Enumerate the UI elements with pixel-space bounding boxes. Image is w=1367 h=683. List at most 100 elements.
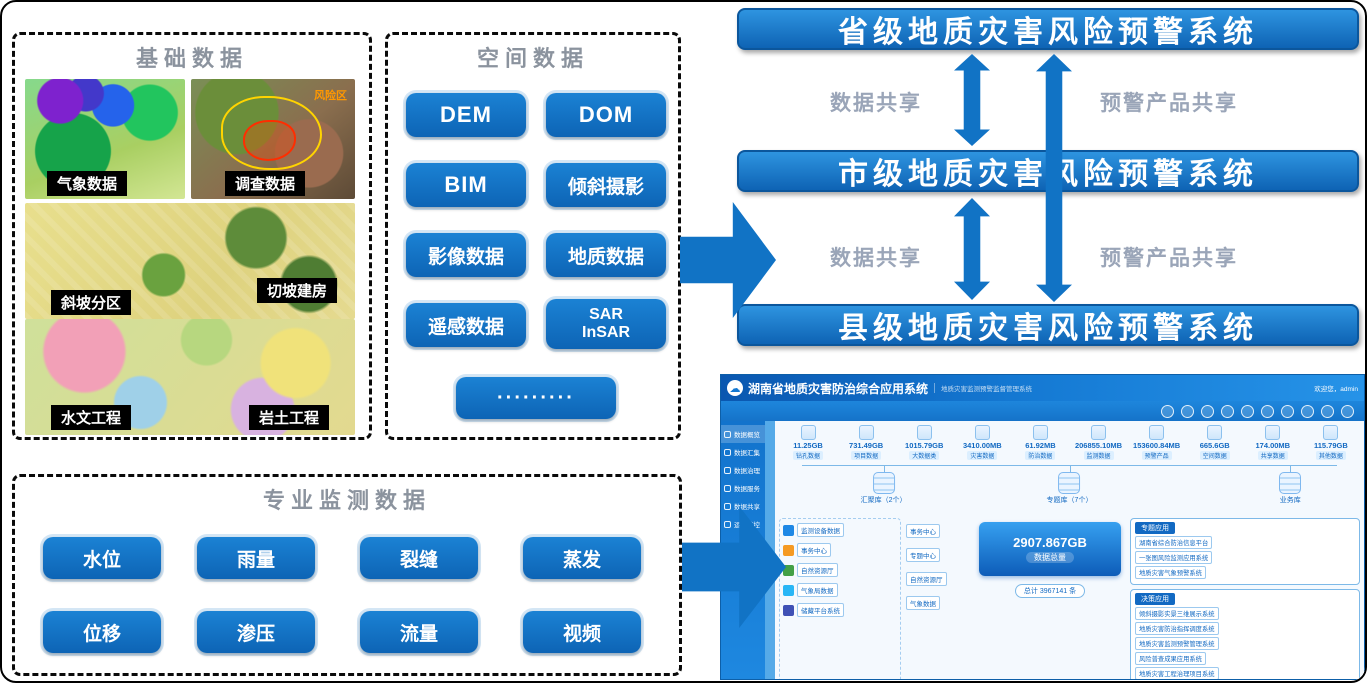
flow-arrow-spatial-to-systems [680, 202, 776, 318]
spatial-data-title: 空间数据 [476, 46, 589, 71]
database-icon [800, 425, 816, 440]
total-value: 2907.867GB [1013, 535, 1087, 550]
monitoring-item-flow: 流量 [360, 611, 478, 653]
nav-circle-icon [1161, 404, 1174, 418]
menu-icon [724, 484, 731, 492]
survey-photo-image: 风险区 调查数据 [191, 79, 355, 199]
source-icon [783, 524, 794, 536]
nav-circle-icon [1301, 404, 1314, 418]
nav-circle-icon [1341, 404, 1354, 418]
hydro-engineering-label: 水文工程 [51, 405, 132, 430]
node-aggregation-db: 汇聚库（2个） [861, 472, 907, 505]
monitoring-item-evaporation: 蒸发 [523, 537, 641, 579]
geotech-engineering-label: 岩土工程 [248, 405, 329, 430]
sidebar-item-overview: 数据概览 [721, 425, 765, 443]
spatial-item-dom: DOM [546, 93, 666, 137]
survey-data-label: 调查数据 [225, 171, 306, 196]
monitoring-data-title: 专业监测数据 [262, 488, 431, 513]
node-theme-db: 专题库（7个） [1047, 472, 1092, 505]
nav-circle-icon [1281, 404, 1294, 418]
spatial-item-bim: BIM [406, 163, 526, 207]
menu-icon [724, 502, 731, 510]
source-icon [783, 584, 794, 596]
sidebar-item-governance: 数据治理 [721, 461, 765, 479]
dashboard-title: 湖南省地质灾害防治综合应用系统 [748, 381, 929, 396]
source-icon [783, 604, 794, 616]
source-item: 自然资源厅 [783, 563, 897, 577]
menu-icon [724, 466, 731, 474]
nav-circle-icon [1261, 404, 1274, 418]
database-nodes: 汇聚库（2个） 专题库（7个） 业务库 [779, 472, 1360, 516]
menu-icon [724, 430, 731, 438]
database-icon [1265, 425, 1281, 440]
source-item: 事务中心 [783, 543, 897, 557]
province-system-banner: 省级地质灾害风险预警系统 [737, 8, 1359, 50]
nav-circle-icon [1201, 404, 1214, 418]
source-item: 气象局数据 [783, 583, 897, 597]
channel-item: 自然资源厅 [906, 572, 947, 586]
nav-circle-icon [1181, 404, 1194, 418]
total-label: 数据总量 [1026, 552, 1074, 563]
slope-zoning-map-image: 斜坡分区 切坡建房 [25, 203, 355, 319]
source-item: 储藏平台系统 [783, 603, 897, 617]
geology-map-image: 水文工程 岩土工程 [25, 319, 355, 435]
monitoring-item-water-level: 水位 [43, 537, 161, 579]
server-icon [872, 472, 895, 494]
sidebar-item-collect: 数据汇集 [721, 443, 765, 461]
database-icon [916, 425, 932, 440]
database-icon [1091, 425, 1107, 440]
monitoring-item-crack: 裂缝 [360, 537, 478, 579]
dashboard-header: ☁ 湖南省地质灾害防治综合应用系统 地质灾害监测预警监督管理系统 欢迎您，adm… [721, 375, 1364, 401]
source-item: 监测设备数据 [783, 523, 897, 537]
sidebar-item-service: 数据服务 [721, 479, 765, 497]
basic-data-panel: 基础数据 气象数据 风险区 调查数据 斜坡分区 切坡建房 水文工程 岩土工程 [12, 32, 372, 440]
channel-item: 气象数据 [906, 596, 940, 610]
sidebar-item-share: 数据共享 [721, 497, 765, 515]
spatial-item-oblique-photo: 倾斜摄影 [546, 163, 666, 207]
server-icon [1279, 472, 1302, 494]
spatial-data-panel: 空间数据 DEM DOM BIM 倾斜摄影 影像数据 地质数据 遥感数据 SAR… [385, 32, 681, 440]
total-count-badge: 总计 3967141 条 [1014, 584, 1086, 598]
spatial-item-remote-sensing: 遥感数据 [406, 303, 526, 347]
exchange-arrow-city-county [954, 198, 990, 300]
monitoring-data-panel: 专业监测数据 水位 雨量 裂缝 蒸发 位移 渗压 流量 视频 [12, 474, 682, 676]
dashboard-subtitle: 地质灾害监测预警监督管理系统 [934, 383, 1032, 393]
channel-item: 专题中心 [906, 548, 940, 562]
spatial-item-dem: DEM [406, 93, 526, 137]
total-data-box: 2907.867GB 数据总量 [979, 522, 1121, 576]
mid-channels-list: 事务中心 专题中心 自然资源厅 气象数据 [906, 518, 970, 679]
database-icon [1149, 425, 1165, 440]
spatial-item-imagery: 影像数据 [406, 233, 526, 277]
app-item: 风险普查成果应用系统 [1135, 652, 1206, 665]
monitoring-item-seepage: 渗压 [197, 611, 315, 653]
data-share-label-bottom: 数据共享 [830, 247, 922, 270]
server-icon [1058, 472, 1081, 494]
weather-data-label: 气象数据 [47, 171, 128, 196]
app-item: 一张图风险监测应用系统 [1135, 551, 1213, 564]
app-item: 地质灾害工程治理项目系统 [1135, 667, 1219, 679]
exchange-arrow-province-city [954, 54, 990, 146]
cut-slope-label: 切坡建房 [256, 278, 337, 303]
app-item: 湖南省综合防治信息平台 [1135, 536, 1213, 549]
data-sources-list: 监测设备数据 事务中心 自然资源厅 气象局数据 储藏平台系统 [779, 518, 901, 679]
survey-boundary-shape [220, 95, 323, 171]
database-icon [858, 425, 874, 440]
monitoring-item-rainfall: 雨量 [197, 537, 315, 579]
database-icon [1032, 425, 1048, 440]
app-item: 地质灾害气象预警系统 [1135, 566, 1206, 579]
menu-icon [724, 448, 731, 456]
connector-lines [779, 460, 1360, 472]
product-share-label-bottom: 预警产品共享 [1100, 247, 1238, 270]
